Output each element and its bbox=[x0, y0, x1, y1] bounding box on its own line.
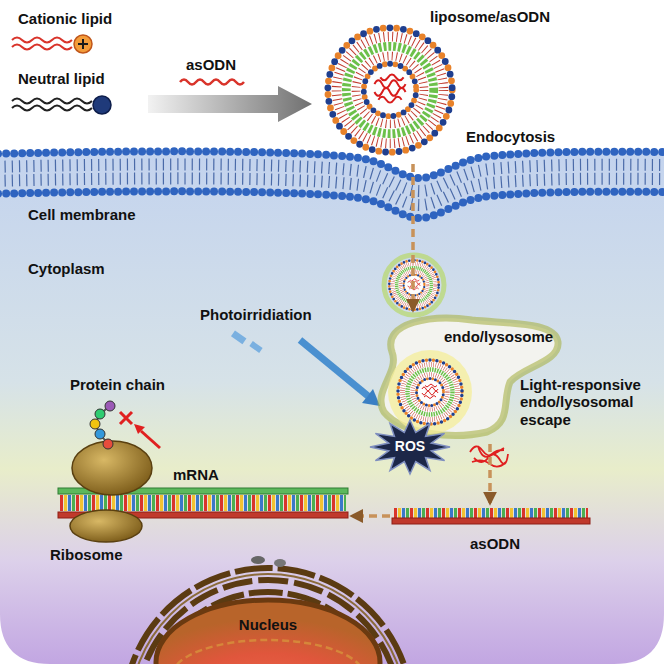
node-label: ROS bbox=[370, 438, 450, 454]
asodn-icon bbox=[180, 80, 244, 85]
light-beam bbox=[231, 331, 380, 406]
node-label: asODN bbox=[470, 535, 520, 552]
nucleus-oval: Nucleus bbox=[153, 596, 387, 664]
node-label: liposome/asODN bbox=[430, 8, 550, 25]
asodn-strand: asODN bbox=[392, 505, 592, 561]
cationic-lipid-icon bbox=[12, 35, 92, 53]
node-label: mRNA bbox=[173, 466, 219, 483]
text-label: asODN bbox=[186, 56, 236, 73]
text-label: Photoirridiation bbox=[200, 306, 312, 323]
node-shape bbox=[392, 505, 592, 561]
neutral-lipid-icon bbox=[12, 96, 111, 114]
text-label: Neutral lipid bbox=[18, 70, 105, 87]
text-label: Cationic lipid bbox=[18, 10, 112, 27]
text-label: Light-responsive endo/lysosomal escape bbox=[520, 376, 658, 428]
text-label: Endocytosis bbox=[466, 128, 555, 145]
mrna-strand: mRNA bbox=[55, 466, 350, 530]
endoplasmic-reticulum bbox=[124, 556, 412, 664]
ros-star: ROS bbox=[370, 420, 454, 474]
node-label: endo/lysosome bbox=[444, 328, 553, 345]
dashed-arrow bbox=[411, 164, 415, 310]
node-label: Nucleus bbox=[153, 616, 383, 633]
text-label: Cytoplasm bbox=[28, 260, 105, 277]
text-label: Ribosome bbox=[50, 546, 123, 563]
dashed-arrow bbox=[352, 514, 390, 518]
ribosome-icon bbox=[70, 441, 152, 542]
text-label: Protein chain bbox=[70, 376, 165, 393]
dashed-arrow bbox=[488, 444, 492, 503]
assembly-arrow bbox=[148, 86, 312, 122]
cytoplasm bbox=[0, 151, 664, 664]
text-label: Cell membrane bbox=[28, 206, 136, 223]
protein-chain-icon bbox=[90, 401, 160, 449]
